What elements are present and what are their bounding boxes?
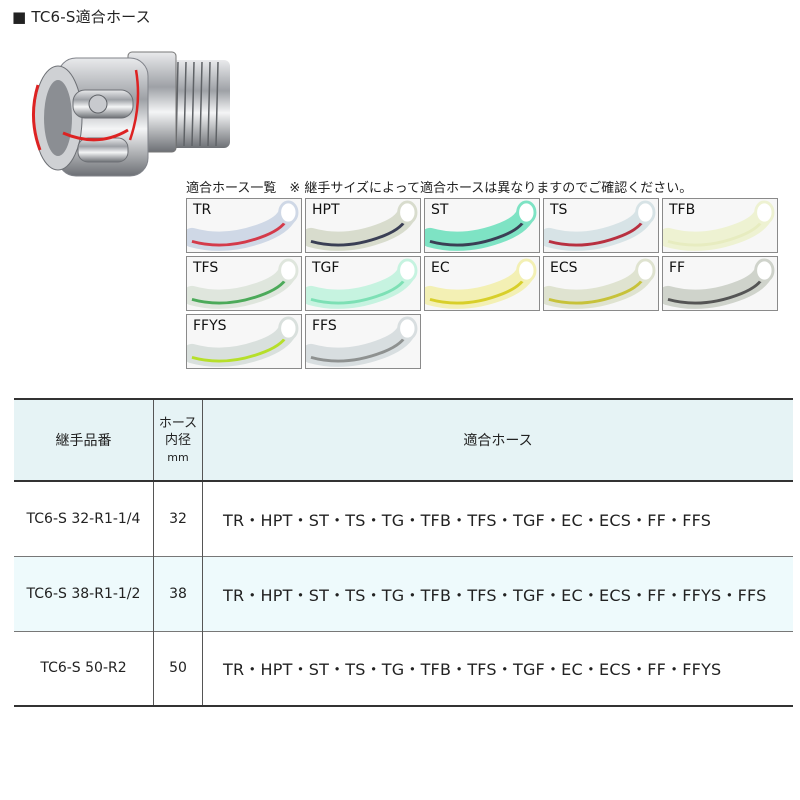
hose-end bbox=[397, 316, 418, 341]
hose-label: TFS bbox=[193, 260, 219, 276]
page-title: ■ TC6-S適合ホース bbox=[12, 8, 151, 26]
hose-card-ffys: FFYS bbox=[186, 314, 302, 369]
hose-card-hpt: HPT bbox=[305, 198, 421, 253]
hose-card-tr: TR bbox=[186, 198, 302, 253]
hose-card-tfs: TFS bbox=[186, 256, 302, 311]
header-hose-label: ホース bbox=[158, 415, 198, 431]
hose-label: FFYS bbox=[193, 318, 227, 334]
hose-end bbox=[754, 200, 775, 225]
hose-image bbox=[187, 200, 299, 251]
model-cell: TC6-S 50-R2 bbox=[14, 631, 154, 706]
hose-label: FF bbox=[669, 260, 686, 276]
hose-label: TGF bbox=[312, 260, 340, 276]
header-diameter-label: 内径 bbox=[164, 432, 191, 448]
hose-image bbox=[306, 258, 418, 309]
hose-sample-grid: TR HPT ST TS TFB TFS TGF EC ECS FF FFYS FFS bbox=[186, 198, 796, 372]
table-row: TC6-S 50-R2 50 TR・HPT・ST・TS・TG・TFB・TFS・T… bbox=[14, 631, 793, 706]
hose-label: ST bbox=[431, 202, 449, 218]
hose-end bbox=[754, 258, 775, 283]
hose-end bbox=[635, 200, 656, 225]
hose-label: EC bbox=[431, 260, 450, 276]
compatibility-table: 継手品番 ホース 内径 mm 適合ホース TC6-S 32-R1-1/4 32 … bbox=[14, 398, 793, 707]
coupling-photo bbox=[18, 30, 258, 180]
hose-end bbox=[278, 258, 299, 283]
hose-image bbox=[425, 200, 537, 251]
size-cell: 32 bbox=[153, 481, 203, 556]
header-inner-diameter: ホース 内径 mm bbox=[153, 399, 203, 481]
hoses-cell: TR・HPT・ST・TS・TG・TFB・TFS・TGF・EC・ECS・FF・FF… bbox=[223, 510, 712, 530]
table-row: TC6-S 38-R1-1/2 38 TR・HPT・ST・TS・TG・TFB・T… bbox=[14, 556, 793, 631]
hose-card-ff: FF bbox=[662, 256, 778, 311]
hose-label: TR bbox=[193, 202, 212, 218]
model-cell: TC6-S 38-R1-1/2 bbox=[14, 556, 154, 631]
hose-end bbox=[397, 200, 418, 225]
hose-end bbox=[516, 258, 537, 283]
hose-end bbox=[278, 316, 299, 341]
header-compatible-hoses: 適合ホース bbox=[463, 433, 533, 449]
size-cell: 50 bbox=[153, 631, 203, 706]
header-unit-label: mm bbox=[167, 450, 189, 464]
header-model: 継手品番 bbox=[14, 399, 154, 481]
hose-card-tfb: TFB bbox=[662, 198, 778, 253]
compatibility-note: 適合ホース一覧 ※ 継手サイズによって適合ホースは異なりますのでご確認ください。 bbox=[186, 181, 693, 196]
hose-end bbox=[397, 258, 418, 283]
hose-card-st: ST bbox=[424, 198, 540, 253]
hose-image bbox=[306, 316, 418, 367]
hose-label: ECS bbox=[550, 260, 578, 276]
table-header-row: 継手品番 ホース 内径 mm 適合ホース bbox=[14, 399, 793, 481]
model-cell: TC6-S 32-R1-1/4 bbox=[14, 481, 154, 556]
hose-label: TFB bbox=[669, 202, 696, 218]
hose-image bbox=[544, 258, 656, 309]
hose-image bbox=[663, 258, 775, 309]
hose-end bbox=[516, 200, 537, 225]
hose-image bbox=[306, 200, 418, 251]
size-cell: 38 bbox=[153, 556, 203, 631]
hose-label: HPT bbox=[312, 202, 340, 218]
table-row: TC6-S 32-R1-1/4 32 TR・HPT・ST・TS・TG・TFB・T… bbox=[14, 481, 793, 556]
hose-image bbox=[187, 316, 299, 367]
hose-label: FFS bbox=[312, 318, 337, 334]
hose-card-ffs: FFS bbox=[305, 314, 421, 369]
hose-end bbox=[278, 200, 299, 225]
hoses-cell: TR・HPT・ST・TS・TG・TFB・TFS・TGF・EC・ECS・FF・FF… bbox=[223, 585, 767, 605]
hose-card-tgf: TGF bbox=[305, 256, 421, 311]
hose-image bbox=[425, 258, 537, 309]
hose-label: TS bbox=[550, 202, 568, 218]
hose-card-ec: EC bbox=[424, 256, 540, 311]
hose-card-ts: TS bbox=[543, 198, 659, 253]
hose-end bbox=[635, 258, 656, 283]
hose-image bbox=[544, 200, 656, 251]
hose-card-ecs: ECS bbox=[543, 256, 659, 311]
hose-image bbox=[663, 200, 775, 251]
hoses-cell: TR・HPT・ST・TS・TG・TFB・TFS・TGF・EC・ECS・FF・FF… bbox=[223, 660, 722, 680]
hose-image bbox=[187, 258, 299, 309]
